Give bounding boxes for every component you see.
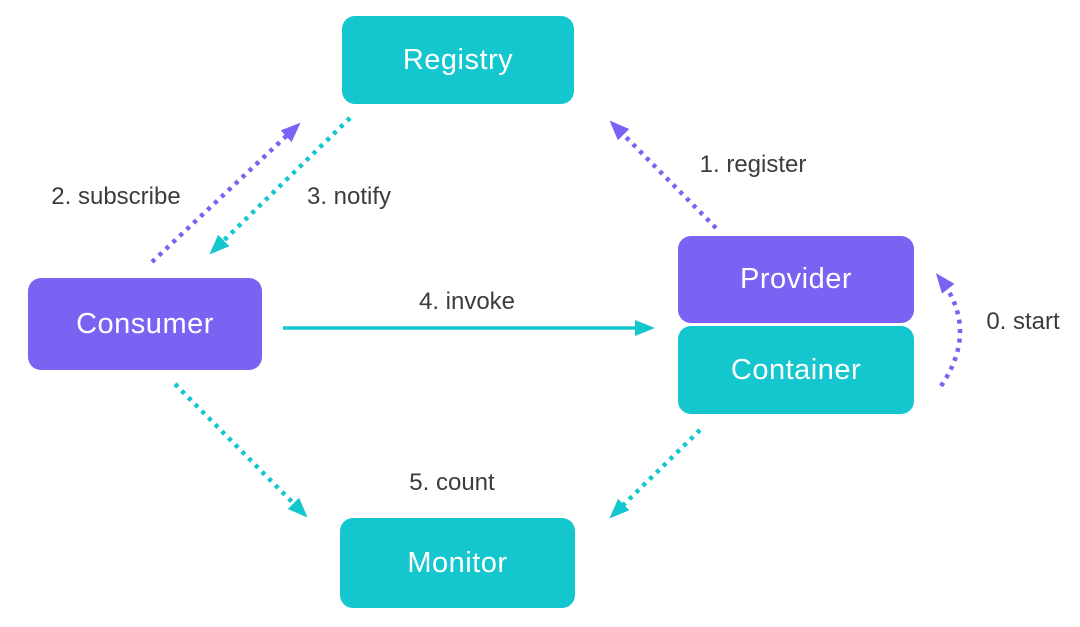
node-container-label: Container xyxy=(730,353,862,386)
node-container: Container xyxy=(678,326,914,414)
edge-label-start: 0. start xyxy=(986,308,1060,335)
edge-label-subscribe: 2. subscribe xyxy=(51,183,181,210)
node-provider: Provider xyxy=(678,236,914,323)
edge-label-invoke: 4. invoke xyxy=(418,288,516,315)
notify-arrow xyxy=(209,116,352,255)
count-arrow-right xyxy=(609,428,702,519)
edge-label-register: 1. register xyxy=(699,151,807,178)
start-arrow xyxy=(935,273,963,388)
node-registry: Registry xyxy=(342,16,574,104)
node-consumer: Consumer xyxy=(28,278,262,370)
node-consumer-label: Consumer xyxy=(76,307,214,340)
node-monitor: Monitor xyxy=(340,518,575,608)
node-monitor-label: Monitor xyxy=(407,546,508,579)
count-arrow-left xyxy=(173,382,308,518)
node-registry-label: Registry xyxy=(402,43,514,76)
edge-label-count: 5. count xyxy=(409,469,495,496)
node-provider-label: Provider xyxy=(740,263,852,295)
edge-label-notify: 3. notify xyxy=(306,183,392,210)
